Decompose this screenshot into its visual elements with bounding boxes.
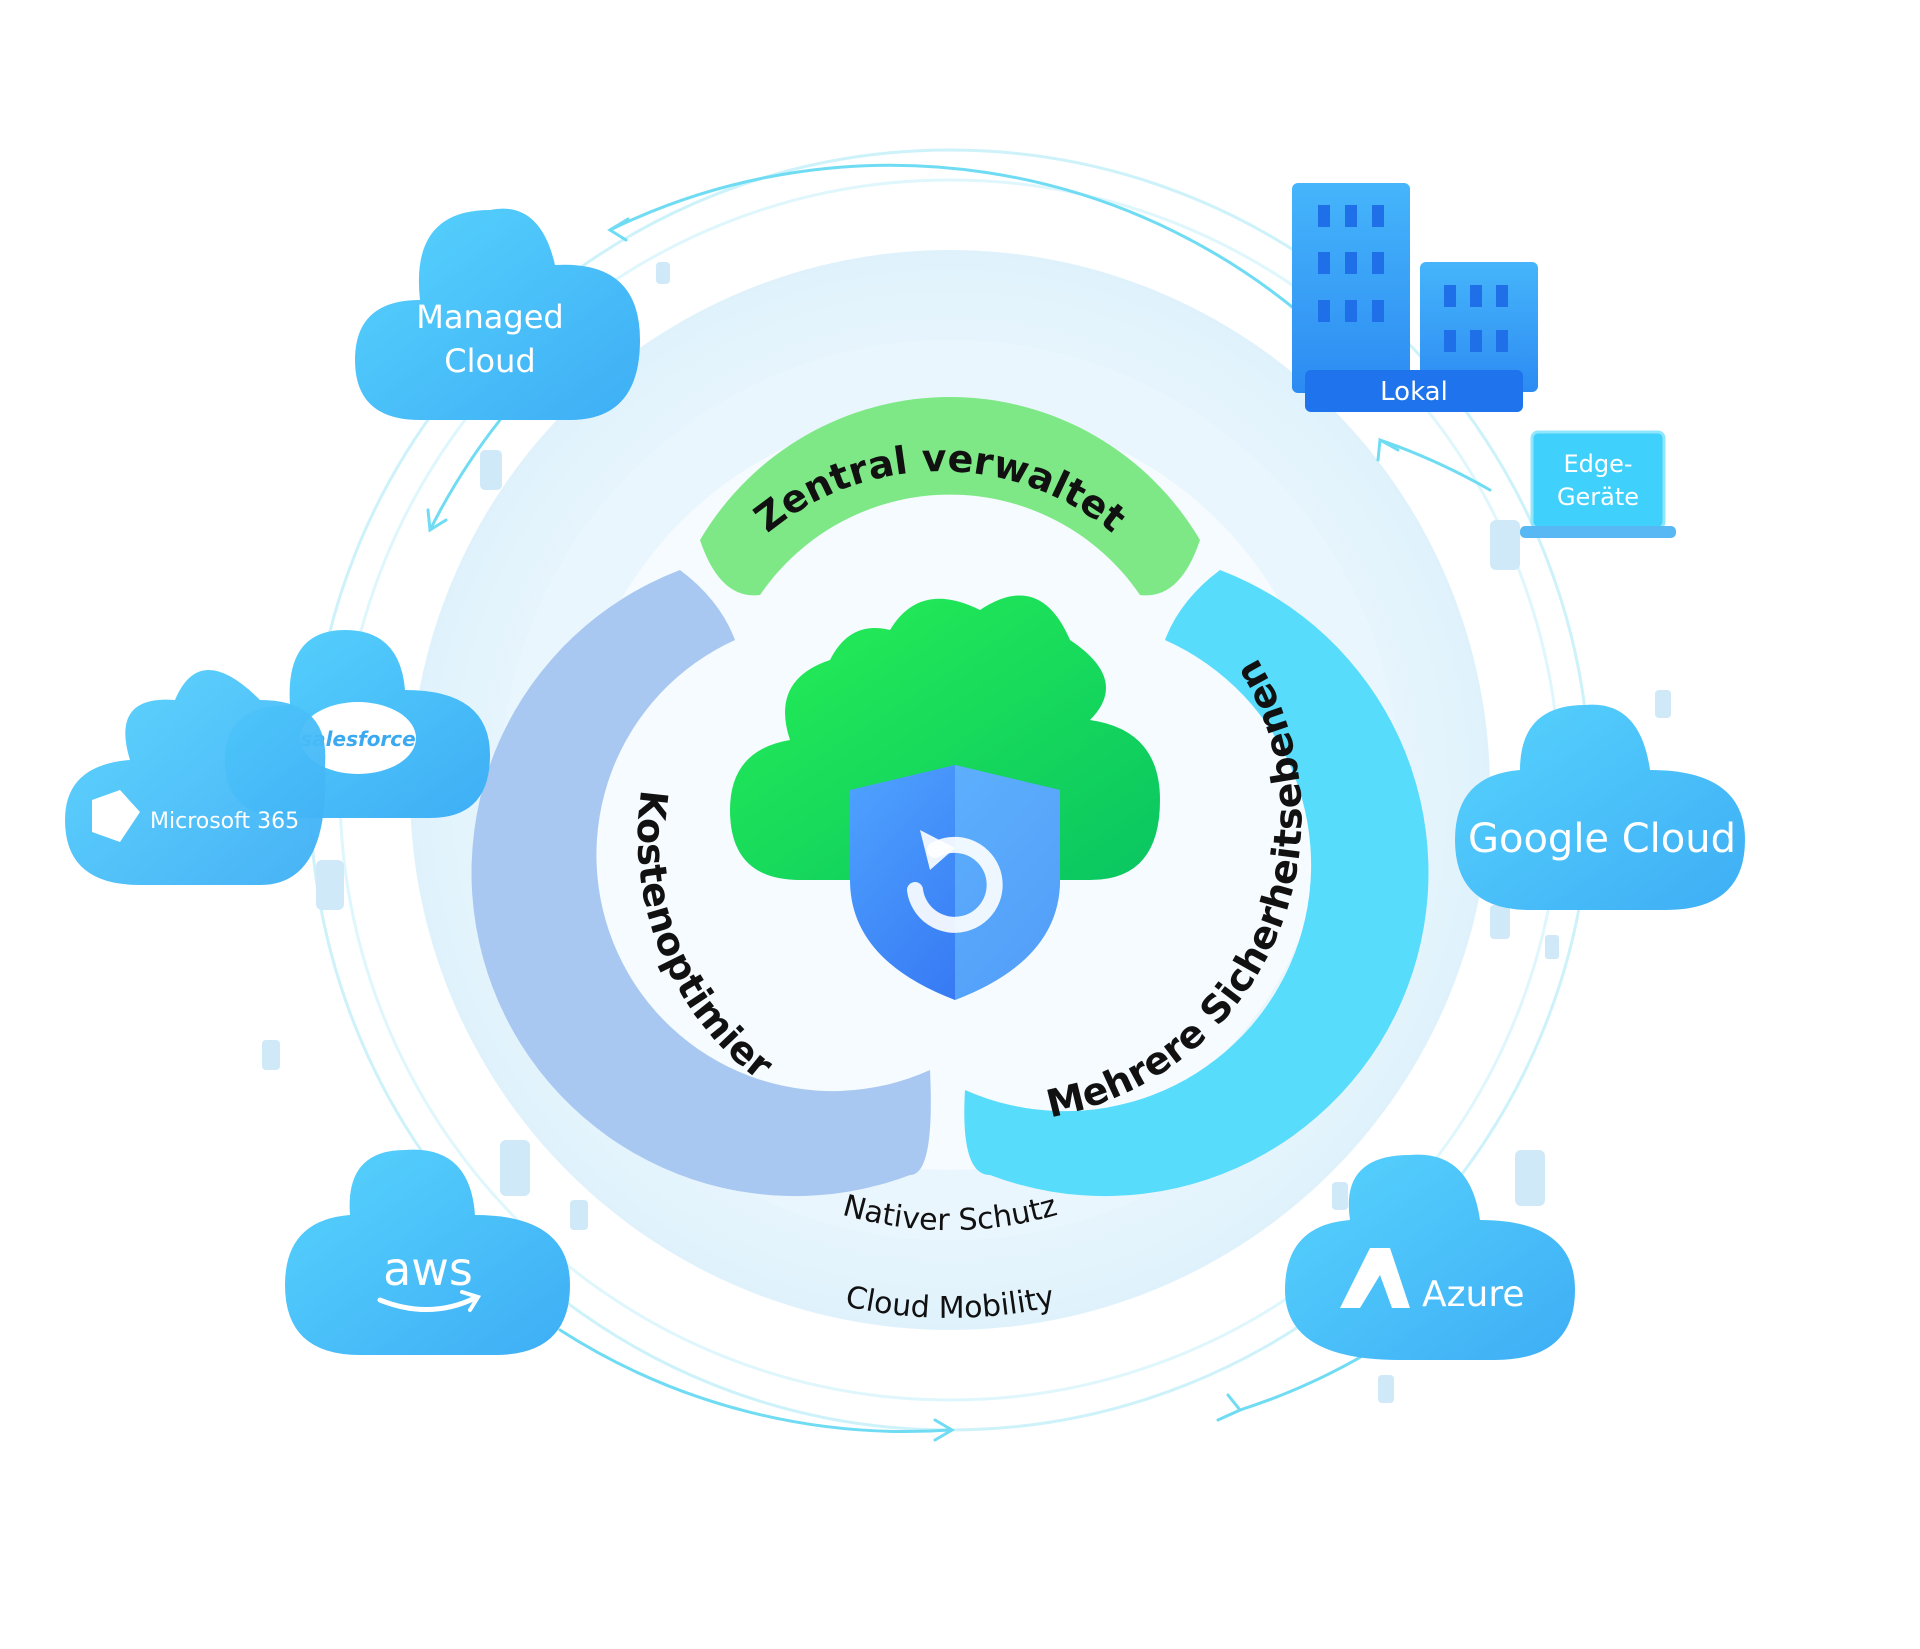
microsoft-365-cloud: Microsoft 365 bbox=[65, 670, 326, 885]
feature-ring bbox=[471, 396, 1429, 1197]
edge-label-line1: Edge- bbox=[1563, 450, 1632, 478]
lokal-label: Lokal bbox=[1380, 377, 1448, 407]
edge-devices-laptop-icon: Edge- Geräte bbox=[1520, 430, 1676, 538]
segment-zentral bbox=[700, 396, 1200, 596]
azure-cloud: Azure bbox=[1285, 1154, 1575, 1360]
azure-label: Azure bbox=[1422, 1274, 1525, 1315]
segment-kosten bbox=[471, 570, 931, 1197]
edge-label-line2: Geräte bbox=[1557, 483, 1639, 511]
on-premises-buildings-icon: Lokal bbox=[1292, 183, 1538, 412]
segment-sicherheit bbox=[964, 570, 1429, 1197]
shield-restore-icon bbox=[850, 765, 1060, 1000]
azure-logo-icon bbox=[1340, 1248, 1410, 1308]
managed-cloud-line1: Managed bbox=[416, 298, 563, 336]
google-cloud: Google Cloud bbox=[1455, 704, 1745, 910]
managed-cloud: Managed Cloud bbox=[355, 208, 640, 420]
amazon-smile-icon bbox=[377, 1295, 478, 1313]
microsoft-365-label: Microsoft 365 bbox=[150, 809, 299, 834]
managed-cloud-line2: Cloud bbox=[444, 342, 535, 380]
google-cloud-label: Google Cloud bbox=[1468, 816, 1736, 862]
particles bbox=[262, 262, 1671, 1403]
aws-label: aws bbox=[383, 1242, 473, 1296]
microsoft-365-logo-icon bbox=[92, 790, 140, 842]
orbit-arrows bbox=[426, 163, 1502, 1442]
aws-cloud: aws bbox=[285, 1149, 570, 1355]
